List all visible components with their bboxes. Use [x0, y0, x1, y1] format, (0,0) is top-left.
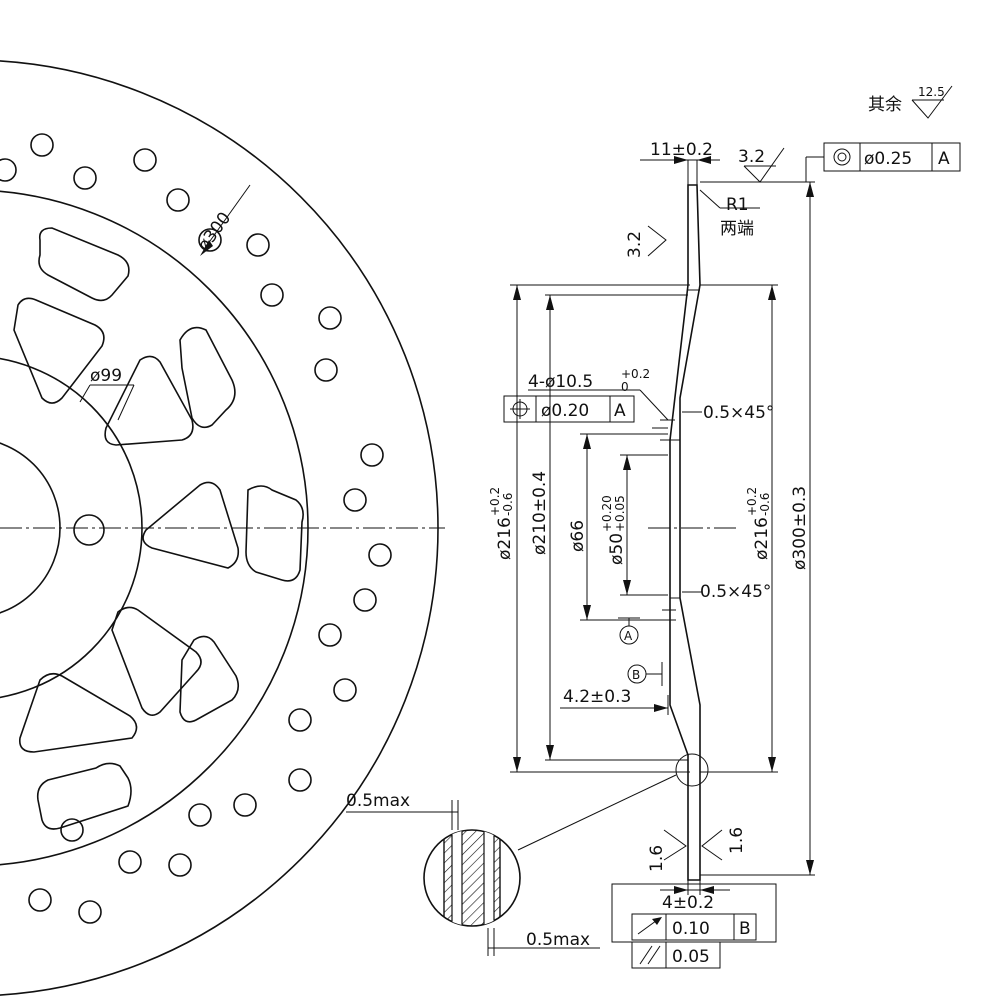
front-dia-300-label: ø300: [194, 209, 235, 255]
roughness-top-icon: [743, 147, 785, 183]
detail-max-bottom-label: 0.5max: [526, 930, 590, 950]
concentricity-datum: A: [938, 149, 950, 169]
concentricity-value: ø0.25: [864, 149, 912, 169]
position-value: ø0.20: [541, 401, 589, 421]
roughness-symbols: 其余 12.5 3.2 3.2 1.6 1.6: [625, 85, 953, 872]
dimension-lines: [513, 156, 814, 894]
thickness-11-label: 11±0.2: [650, 140, 713, 160]
front-dim-300: ø300: [194, 184, 251, 256]
fcf-concentricity: ø0.25 A: [805, 142, 961, 182]
spoke-cutouts: [13, 227, 304, 830]
dia-50-tol-upper: +0.20: [600, 495, 614, 532]
roughness-low-left-value: 1.6: [647, 845, 667, 872]
datum-a-label: A: [624, 629, 633, 643]
detail-max-top-label: 0.5max: [346, 791, 410, 811]
roughness-rest-label: 其余: [868, 95, 902, 115]
dia-50-label: ø50: [607, 533, 627, 565]
both-ends-label: 两端: [720, 219, 754, 239]
dimension-texts: 11±0.2 R1 两端 4-ø10.5 +0.2 0 0.5×45° 0.5×…: [488, 140, 810, 913]
position-datum: A: [614, 401, 626, 421]
mounting-hole: [73, 514, 105, 546]
dia-50-tol-lower: +0.05: [613, 495, 627, 532]
dia-66-label: ø66: [568, 520, 588, 552]
datum-b-label: B: [632, 668, 640, 682]
dia-216-right-group: ø216 +0.2 -0.6: [745, 487, 772, 560]
fcf-position: ø0.20 A: [503, 395, 635, 423]
front-view: ø300 ø99: [0, 60, 445, 996]
roughness-left-value: 3.2: [625, 231, 645, 258]
holes-tol-upper: +0.2: [621, 367, 650, 381]
runout-datum: B: [739, 919, 751, 939]
datum-symbols: A B: [618, 617, 663, 686]
roughness-left-icon: [647, 225, 667, 257]
dia-216-left-tol-upper: +0.2: [488, 487, 502, 516]
front-dim-99: ø99: [79, 366, 135, 421]
holes-tol-lower: 0: [621, 380, 629, 394]
dia-216-right-tol-upper: +0.2: [745, 487, 759, 516]
front-dia-99-label: ø99: [90, 366, 122, 386]
detail-view: 0.5max 0.5max: [346, 791, 600, 956]
holes-label: 4-ø10.5: [528, 372, 593, 392]
parallelism-value: 0.05: [672, 947, 710, 967]
concentricity-icon: [833, 148, 851, 166]
drilled-holes: [0, 133, 392, 924]
dia-216-right-label: ø216: [752, 517, 772, 560]
roughness-low-right-value: 1.6: [727, 827, 747, 854]
dia-216-right-tol-lower: -0.6: [758, 493, 772, 516]
r1-label: R1: [726, 195, 749, 215]
parallelism-icon: [639, 945, 653, 965]
roughness-low-left-icon: [663, 829, 687, 861]
detail-callout-circle: [675, 753, 709, 787]
dia-210-label: ø210±0.4: [530, 471, 550, 555]
dia-216-left-tol-lower: -0.6: [501, 493, 515, 516]
datum-b-circle: [627, 664, 647, 684]
roughness-rest-value: 12.5: [918, 85, 945, 99]
chamfer-top-label: 0.5×45°: [703, 403, 774, 423]
roughness-low-right-icon: [701, 829, 723, 861]
dia-300-label: ø300±0.3: [790, 486, 810, 570]
fcf-runout-parallel: 0.10 B 0.05: [611, 883, 777, 969]
dia-216-left-group: ø216 +0.2 -0.6: [488, 487, 515, 560]
roughness-top-value: 3.2: [738, 147, 765, 167]
runout-value: 0.10: [672, 919, 710, 939]
dia-216-left-label: ø216: [495, 517, 515, 560]
thickness-4-label: 4±0.2: [662, 893, 714, 913]
chamfer-bottom-label: 0.5×45°: [700, 582, 771, 602]
offset-42-label: 4.2±0.3: [563, 687, 631, 707]
section-view: [517, 184, 740, 881]
extension-lines: [510, 160, 815, 895]
dia-50-group: ø50 +0.20 +0.05: [600, 495, 627, 565]
datum-a-circle: [619, 625, 639, 645]
roughness-rest-icon: [911, 85, 953, 119]
